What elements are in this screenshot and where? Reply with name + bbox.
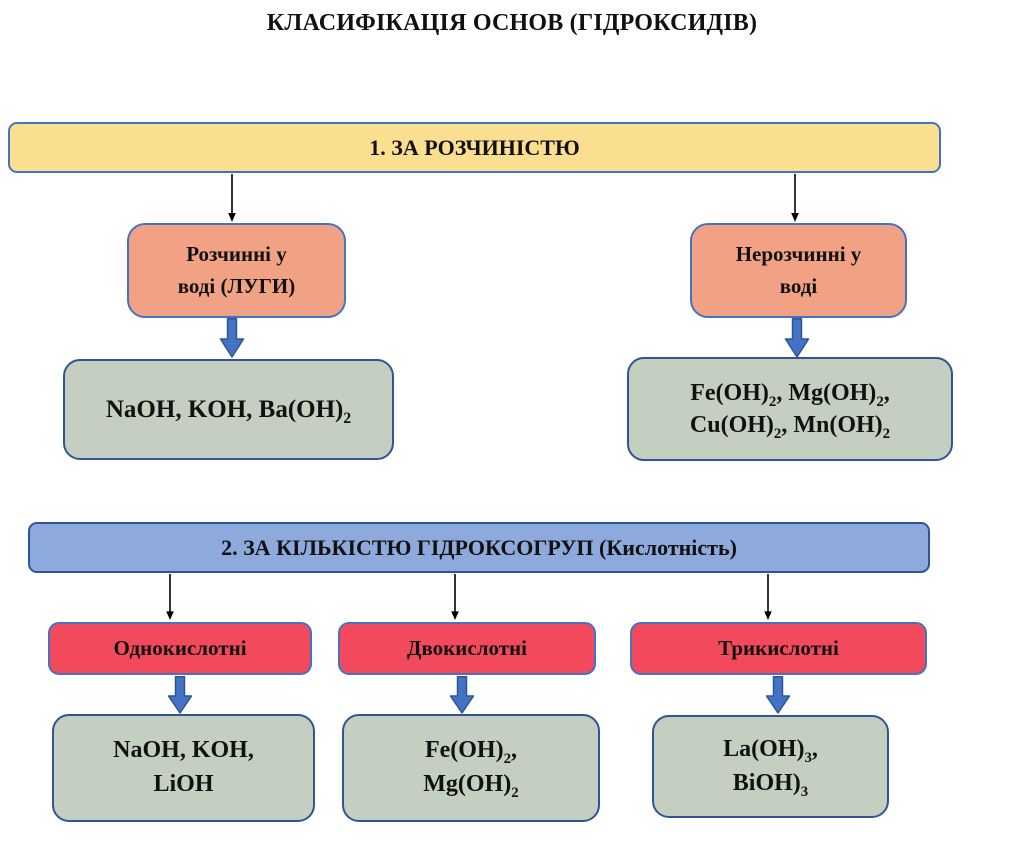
block-arrow-icon [784,318,810,358]
category-box-monoacid: Однокислотні [48,622,312,675]
down-arrow-icon [791,174,799,222]
formula-line: Fe(OH)2, [424,737,518,768]
section1-header: 1. ЗА РОЗЧИНІСТЮ [8,122,941,173]
connector-arrow-down [226,174,238,222]
formula-line: BiOH)3 [732,769,809,800]
formula-line: Mg(OH)2 [423,771,519,801]
block-arrow-icon [765,676,791,714]
category-label-line: Нерозчинні у [735,242,862,266]
section1-header-label: 1. ЗА РОЗЧИНІСТЮ [369,134,580,160]
category-label-line: Трикислотні [718,636,839,660]
block-arrow-icon [449,676,475,714]
examples-box-monoacid: NaOH, KOH, LiOH [52,714,315,822]
examples-box-insoluble: Fe(OH)2, Mg(OH)2, Cu(OH)2, Mn(OH)2 [627,357,953,461]
category-label-line: воді (ЛУГИ) [177,273,296,298]
examples-box-triacid: La(OH)3, BiOH)3 [652,715,889,818]
category-box-insoluble: Нерозчинні у воді [690,223,907,318]
connector-arrow-down [762,574,774,620]
formula-line: NaOH, KOH, [113,737,254,764]
page-title: КЛАСИФІКАЦІЯ ОСНОВ (ГІДРОКСИДІВ) [266,10,758,36]
formula-line: La(OH)3, [723,735,818,766]
block-arrow-icon [219,318,245,358]
category-label-line: Двокислотні [407,636,527,660]
down-arrow-icon [228,174,236,222]
formula-line: NaOH, KOH, Ba(OH)2 [105,396,352,427]
flow-arrow-down [449,676,475,714]
category-label-line: воді [779,273,818,298]
category-box-soluble: Розчинні у воді (ЛУГИ) [127,223,346,318]
category-label-line: Розчинні у [186,242,287,266]
category-box-diacid: Двокислотні [338,622,596,675]
flow-arrow-down [219,318,245,358]
down-arrow-icon [166,574,174,620]
category-label-line: Однокислотні [113,636,247,660]
block-arrow-icon [167,676,193,714]
section2-header-label: 2. ЗА КІЛЬКІСТЮ ГІДРОКСОГРУП (Кислотніст… [221,534,737,560]
flow-arrow-down [765,676,791,714]
examples-box-diacid: Fe(OH)2, Mg(OH)2 [342,714,600,822]
formula-line: Cu(OH)2, Mn(OH)2 [689,412,891,442]
connector-arrow-down [789,174,801,222]
flow-arrow-down [784,318,810,358]
connector-arrow-down [164,574,176,620]
flow-arrow-down [167,676,193,714]
down-arrow-icon [764,574,772,620]
category-box-triacid: Трикислотні [630,622,927,675]
formula-line: LiOH [153,771,214,797]
connector-arrow-down [449,574,461,620]
down-arrow-icon [451,574,459,620]
examples-box-soluble: NaOH, KOH, Ba(OH)2 [63,359,394,460]
formula-line: Fe(OH)2, Mg(OH)2, [690,379,890,410]
section2-header: 2. ЗА КІЛЬКІСТЮ ГІДРОКСОГРУП (Кислотніст… [28,522,930,573]
